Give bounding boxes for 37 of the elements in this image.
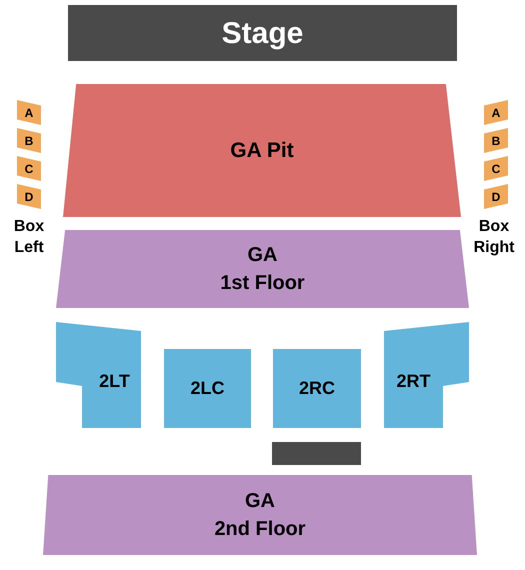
section-label: GA Pit bbox=[230, 138, 294, 164]
section-label: 2LT bbox=[99, 370, 130, 392]
seating-section bbox=[56, 322, 141, 428]
box-seat bbox=[17, 100, 41, 125]
section-label: D bbox=[492, 188, 500, 206]
box-seat bbox=[17, 128, 41, 153]
box-seat bbox=[484, 100, 508, 125]
section-label: 2RC bbox=[298, 377, 335, 400]
section-label: Stage bbox=[222, 16, 304, 52]
section-label: 2LC bbox=[190, 377, 224, 400]
section-label: 2nd Floor bbox=[214, 517, 306, 542]
section-label: B bbox=[24, 132, 34, 150]
stage-block bbox=[68, 5, 457, 61]
section-label: 1st Floor bbox=[220, 271, 305, 296]
seating-section bbox=[384, 322, 469, 428]
section-label: D bbox=[24, 188, 34, 206]
section-label: GA bbox=[248, 243, 278, 268]
section-label: C bbox=[492, 160, 500, 178]
box-seat bbox=[484, 156, 508, 181]
section-label: B bbox=[492, 132, 500, 150]
seating-section bbox=[164, 349, 251, 428]
floor-section bbox=[43, 475, 477, 555]
section-label: C bbox=[24, 160, 34, 178]
box-group-label: Box Right bbox=[472, 217, 516, 258]
section-label: GA bbox=[245, 489, 275, 514]
floor-section bbox=[63, 84, 461, 217]
box-seat bbox=[17, 184, 41, 209]
box-group-label: Box Left bbox=[12, 217, 46, 258]
box-seat bbox=[484, 128, 508, 153]
floor-section bbox=[56, 230, 469, 308]
section-label: A bbox=[24, 104, 34, 122]
box-seat bbox=[484, 184, 508, 209]
box-seat bbox=[17, 156, 41, 181]
seating-section bbox=[273, 349, 361, 428]
sound-booth-bar bbox=[272, 442, 361, 465]
section-label: 2RT bbox=[396, 370, 430, 392]
section-label: A bbox=[492, 104, 500, 122]
